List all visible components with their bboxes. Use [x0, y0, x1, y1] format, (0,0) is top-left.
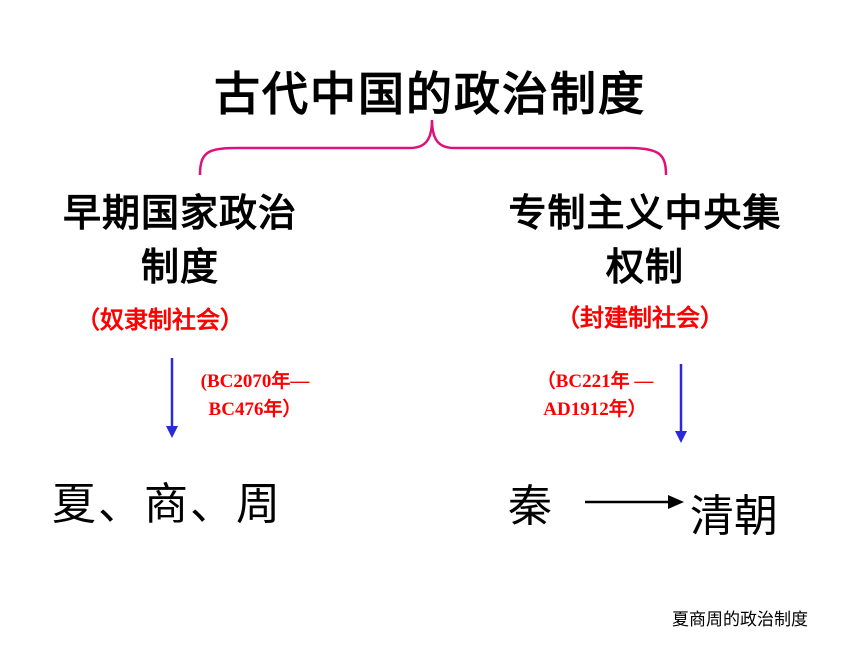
left-dynasties: 夏、商、周: [52, 479, 282, 530]
right-down-arrow: [675, 364, 687, 443]
left-period: (BC2070年— BC476年）: [170, 368, 340, 424]
branch-brace: [198, 119, 668, 176]
left-period-line1: (BC2070年—: [200, 371, 310, 392]
right-branch-title-line2: 权制: [605, 245, 684, 289]
left-down-arrow: [166, 358, 178, 438]
right-end-dynasty: 清朝: [690, 491, 778, 542]
left-period-line2: BC476年）: [208, 399, 302, 420]
right-branch-title-line1: 专制主义中央集: [508, 191, 782, 235]
right-period: （BC221年 — AD1912年）: [510, 368, 680, 424]
right-society-label: （封建制社会）: [556, 304, 724, 332]
right-period-line1: （BC221年 —: [536, 371, 654, 392]
qin-to-qing-arrow: [585, 495, 684, 509]
footer-caption: 夏商周的政治制度: [672, 610, 808, 630]
right-branch-title: 专制主义中央集 权制: [470, 186, 820, 294]
right-period-line2: AD1912年）: [543, 399, 647, 420]
right-start-dynasty: 秦: [508, 481, 552, 532]
left-branch-title-line2: 制度: [140, 245, 219, 289]
left-society-label: （奴隶制社会）: [76, 306, 244, 334]
left-branch-title-line1: 早期国家政治: [62, 191, 297, 235]
diagram-title: 古代中国的政治制度: [214, 67, 646, 121]
left-branch-title: 早期国家政治 制度: [20, 186, 340, 294]
